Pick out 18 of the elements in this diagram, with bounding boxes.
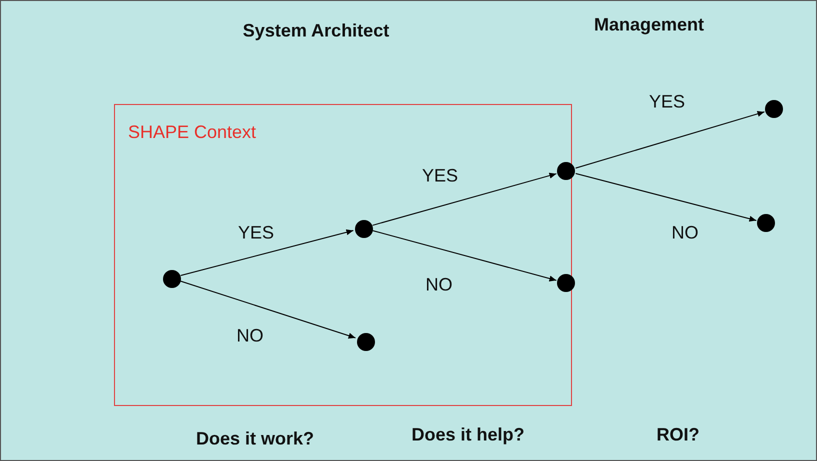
heading-label: Does it work?: [196, 428, 314, 450]
edge-label: NO: [236, 324, 264, 348]
arrow: [372, 230, 557, 282]
heading-label: Does it help?: [412, 424, 524, 446]
edge-label: YES: [238, 222, 274, 244]
arrow: [180, 280, 356, 339]
arrow: [372, 172, 557, 226]
arrow: [575, 110, 765, 169]
box-title: SHAPE Context: [128, 121, 256, 144]
edge-label: YES: [422, 164, 458, 188]
edge-label: YES: [648, 90, 686, 114]
heading-label: System Architect: [242, 20, 390, 42]
arrow: [575, 173, 757, 222]
edge-label: NO: [426, 274, 452, 296]
edge-label: NO: [672, 222, 698, 244]
heading-label: Management: [594, 14, 704, 36]
heading-label: ROI?: [656, 424, 700, 446]
arrow: [180, 229, 354, 276]
